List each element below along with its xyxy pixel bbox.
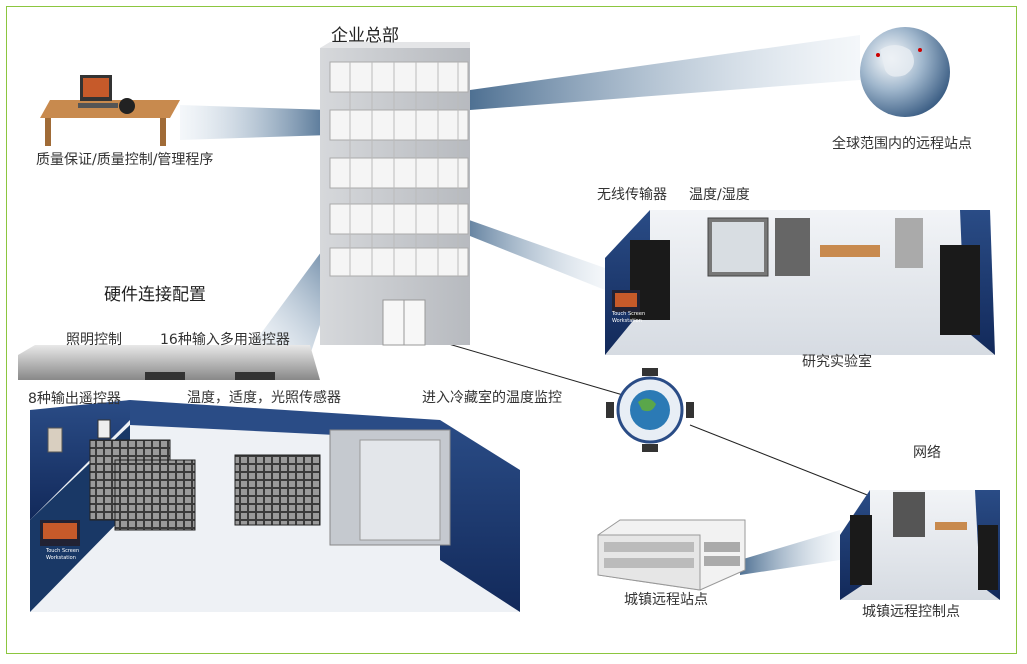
workstation-text: Workstation [46, 555, 76, 561]
town-building [597, 519, 746, 591]
cold-room-label: 进入冷藏室的温度监控 [422, 390, 562, 406]
network-hub-icon [606, 368, 694, 452]
hardware-config-label: 硬件连接配置 [104, 285, 206, 305]
hardware-room [30, 400, 520, 612]
workstation-text: Workstation [612, 318, 642, 324]
town-control-room [840, 490, 1000, 600]
global-sites-label: 全球范围内的远程站点 [832, 136, 972, 152]
network-label: 网络 [913, 445, 941, 461]
touch-screen-text: Touch Screen [46, 548, 80, 554]
town-control-label: 城镇远程控制点 [862, 604, 960, 620]
temp-humidity-label: 温度/湿度 [689, 187, 750, 203]
touch-screen-text: Touch Screen [612, 311, 646, 317]
qa-label: 质量保证/质量控制/管理程序 [36, 152, 214, 168]
lighting-control-label: 照明控制 [66, 332, 122, 348]
diagram-frame [6, 6, 1017, 654]
network-line [689, 424, 881, 501]
research-lab-room [605, 210, 995, 355]
remote-8-label: 8种输出遥控器 [28, 391, 121, 407]
network-line [434, 339, 641, 401]
hq-label: 企业总部 [331, 26, 399, 46]
qa-desk [40, 75, 180, 146]
hardware-ceiling [18, 345, 320, 380]
sensors-label: 温度，适度，光照传感器 [187, 390, 341, 406]
remote-16-label: 16种输入多用遥控器 [160, 332, 290, 348]
hq-building [320, 42, 470, 346]
research-lab-label: 研究实验室 [802, 354, 872, 370]
town-site-label: 城镇远程站点 [624, 592, 708, 608]
wireless-transmitter-label: 无线传输器 [597, 187, 667, 203]
globe-icon [860, 27, 950, 117]
